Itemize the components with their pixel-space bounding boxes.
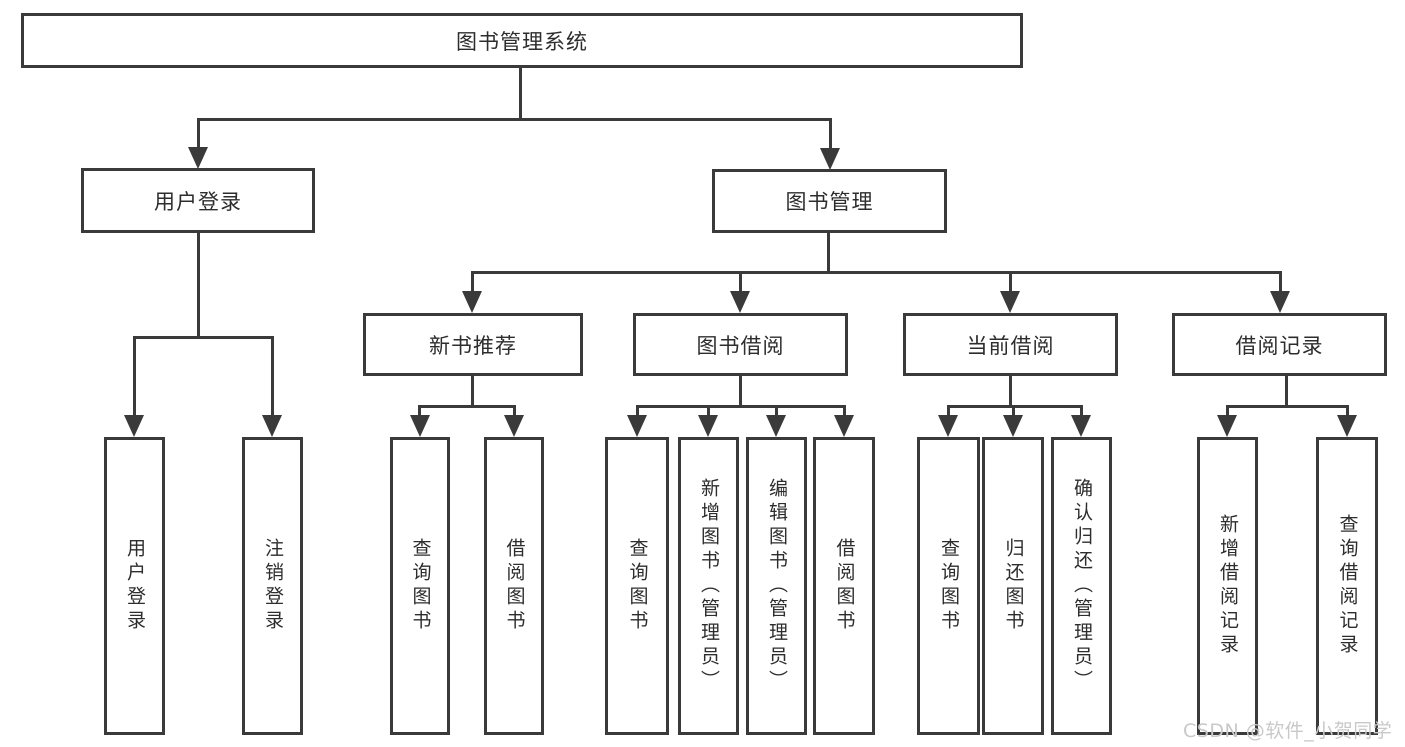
leaf-label: 新增借阅记录	[1217, 514, 1239, 658]
connector-line	[197, 232, 200, 339]
leaf-confirm-return-admin: 确认归还（管理员）	[1051, 437, 1112, 735]
connector-line	[1080, 405, 1083, 417]
connector-line	[1285, 376, 1288, 408]
leaf-label: 确认归还（管理员）	[1071, 478, 1093, 694]
arrowhead-down-icon	[1217, 415, 1237, 437]
connector-line	[519, 68, 522, 121]
node-label: 当前借阅	[966, 333, 1055, 358]
leaf-label: 查询图书	[626, 538, 649, 634]
arrowhead-down-icon	[1337, 415, 1357, 437]
node-label: 用户登录	[154, 189, 242, 214]
leaf-return-books: 归还图书	[982, 437, 1044, 735]
node-label: 图书借阅	[696, 333, 785, 358]
connector-line	[133, 336, 136, 417]
leaf-logout-login: 注销登录	[242, 437, 303, 735]
connector-line	[133, 336, 274, 339]
connector-line	[775, 405, 778, 417]
connector-line	[739, 376, 742, 408]
leaf-add-borrow-record: 新增借阅记录	[1197, 437, 1258, 735]
leaf-label: 编辑图书（管理员）	[766, 478, 788, 694]
arrowhead-down-icon	[627, 415, 647, 437]
connector-line	[947, 405, 1083, 408]
connector-line	[1346, 405, 1349, 417]
connector-line	[197, 118, 200, 148]
connector-line	[418, 405, 516, 408]
node-label: 借阅记录	[1235, 333, 1324, 358]
arrowhead-down-icon	[188, 147, 208, 169]
connector-line	[471, 271, 1282, 274]
connector-line	[1226, 405, 1349, 408]
node-label: 图书管理	[785, 190, 874, 214]
leaf-edit-books-admin: 编辑图书（管理员）	[746, 437, 807, 735]
leaf-label: 注销登录	[262, 538, 284, 634]
node-current-borrowing: 当前借阅	[903, 313, 1118, 376]
leaf-query-books-recommend: 查询图书	[390, 437, 450, 735]
arrowhead-down-icon	[698, 415, 718, 437]
arrowhead-down-icon	[1003, 415, 1023, 437]
arrowhead-down-icon	[410, 415, 430, 437]
node-label: 图书管理系统	[456, 29, 588, 54]
connector-line	[707, 405, 710, 417]
arrowhead-down-icon	[834, 415, 854, 437]
node-new-book-recommendation: 新书推荐	[363, 313, 583, 376]
node-library-management-system: 图书管理系统	[21, 13, 1023, 68]
connector-line	[636, 405, 639, 417]
connector-line	[471, 271, 474, 293]
connector-line	[843, 405, 846, 417]
node-book-borrowing: 图书借阅	[633, 313, 848, 376]
arrowhead-down-icon	[938, 415, 958, 437]
connector-line	[636, 405, 846, 408]
leaf-query-borrow-record: 查询借阅记录	[1316, 437, 1378, 735]
leaf-query-books-borrowing: 查询图书	[605, 437, 669, 735]
connector-line	[947, 405, 950, 417]
leaf-borrow-books-recommend: 借阅图书	[484, 437, 544, 735]
leaf-label: 查询图书	[938, 538, 960, 634]
arrowhead-down-icon	[504, 415, 524, 437]
connector-line	[1009, 376, 1012, 408]
leaf-label: 查询图书	[409, 538, 432, 634]
arrowhead-down-icon	[1000, 291, 1020, 313]
arrowhead-down-icon	[1270, 291, 1290, 313]
node-borrowing-records: 借阅记录	[1172, 313, 1387, 376]
leaf-add-books-admin: 新增图书（管理员）	[678, 437, 739, 735]
connector-line	[471, 376, 474, 408]
arrowhead-down-icon	[124, 415, 144, 437]
connector-line	[197, 118, 832, 121]
connector-line	[418, 405, 421, 417]
connector-line	[1012, 405, 1015, 417]
arrowhead-down-icon	[730, 291, 750, 313]
node-user-login: 用户登录	[81, 168, 315, 233]
connector-line	[271, 336, 274, 417]
csdn-watermark: CSDN @软件_小贺同学	[1183, 720, 1393, 742]
node-label: 新书推荐	[429, 333, 517, 358]
connector-line	[827, 233, 830, 274]
node-book-management: 图书管理	[712, 169, 947, 233]
leaf-label: 新增图书（管理员）	[698, 478, 720, 694]
arrowhead-down-icon	[766, 415, 786, 437]
leaf-label: 归还图书	[1002, 538, 1025, 634]
connector-line	[1226, 405, 1229, 417]
leaf-query-books-current: 查询图书	[917, 437, 980, 735]
leaf-user-login: 用户登录	[104, 437, 165, 735]
connector-line	[1279, 271, 1282, 293]
arrowhead-down-icon	[820, 148, 840, 170]
arrowhead-down-icon	[462, 291, 482, 313]
leaf-label: 查询借阅记录	[1336, 514, 1359, 658]
connector-line	[513, 405, 516, 417]
leaf-label: 用户登录	[124, 538, 146, 634]
leaf-label: 借阅图书	[503, 538, 526, 634]
connector-line	[829, 118, 832, 148]
arrowhead-down-icon	[1071, 415, 1091, 437]
connector-line	[739, 271, 742, 293]
arrowhead-down-icon	[262, 415, 282, 437]
leaf-borrow-books-borrowing: 借阅图书	[813, 437, 875, 735]
leaf-label: 借阅图书	[833, 538, 856, 634]
connector-line	[1009, 271, 1012, 293]
